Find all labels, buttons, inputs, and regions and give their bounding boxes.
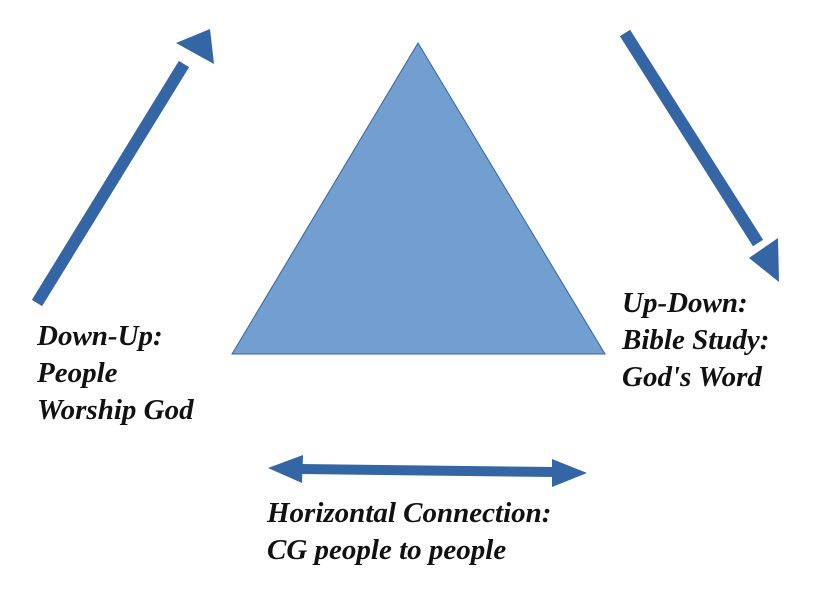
- up-down-arrow: [619, 29, 779, 282]
- horizontal-label-line-2: CG people to people: [267, 534, 507, 566]
- up-down-label-line-3: God's Word: [622, 361, 762, 393]
- up-down-label: Up-Down: Bible Study: God's Word: [622, 285, 769, 396]
- down-up-label-line-2: People: [37, 357, 118, 389]
- horizontal-label-line-1: Horizontal Connection:: [267, 497, 552, 529]
- down-up-label: Down-Up: People Worship God: [37, 318, 194, 429]
- up-down-label-line-1: Up-Down:: [622, 287, 748, 319]
- down-up-arrow: [31, 29, 214, 307]
- up-down-label-line-2: Bible Study:: [622, 324, 770, 356]
- down-up-label-line-1: Down-Up:: [37, 320, 163, 352]
- horizontal-connection-label: Horizontal Connection: CG people to peop…: [267, 495, 551, 569]
- central-triangle: [231, 42, 606, 355]
- horizontal-double-arrow: [268, 455, 587, 487]
- down-up-label-line-3: Worship God: [37, 394, 194, 426]
